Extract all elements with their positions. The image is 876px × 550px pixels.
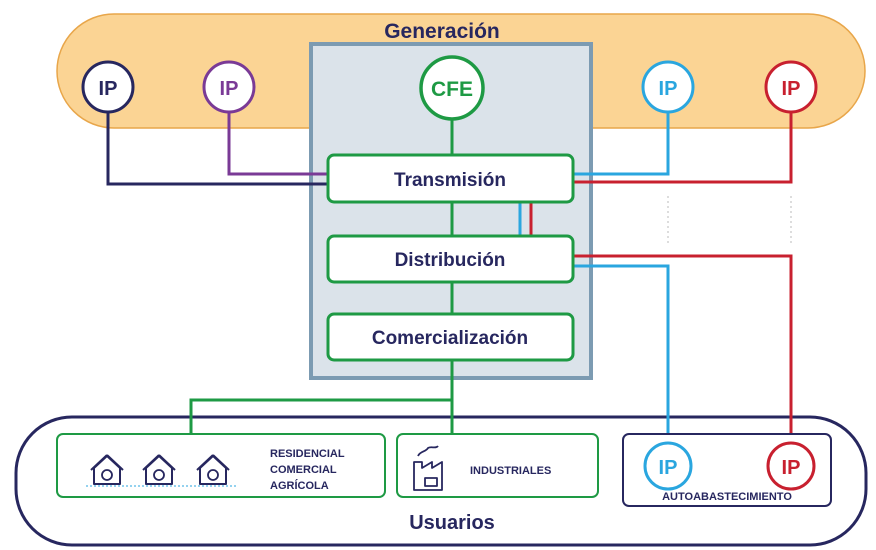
- agricultural-label: AGRÍCOLA: [270, 479, 329, 492]
- industrial-label: INDUSTRIALES: [470, 465, 551, 477]
- ip-navy-label: IP: [99, 78, 118, 100]
- commercialization-box: [326, 312, 575, 362]
- residential-label: RESIDENCIAL: [270, 448, 345, 460]
- generation-title: Generación: [384, 20, 500, 43]
- red-ip-line: [573, 113, 793, 184]
- commercialization-label: Comercialización: [372, 328, 528, 349]
- self-ip-blue-label: IP: [659, 457, 678, 479]
- house-outlet-icon: [142, 454, 176, 485]
- industrial-box: [396, 433, 599, 498]
- purple-ip-line: [227, 113, 328, 176]
- ip-blue-circle: [641, 60, 695, 114]
- self-ip-red-circle: [766, 441, 816, 491]
- cfe-label: CFE: [431, 78, 473, 101]
- ip-blue-label: IP: [659, 78, 678, 100]
- transmission-label: Transmisión: [394, 170, 506, 191]
- com-residential-line: [189, 360, 454, 434]
- self-ip-blue-circle: [643, 441, 693, 491]
- distribution-label: Distribución: [395, 250, 506, 271]
- factory-icon: [413, 445, 443, 491]
- distribution-box: [326, 234, 575, 284]
- dist-red-line: [573, 254, 793, 452]
- ip-navy-circle: [81, 60, 135, 114]
- users-title: Usuarios: [409, 512, 495, 534]
- house-outlet-icon: [90, 454, 124, 485]
- commercial-label: COMERCIAL: [270, 464, 337, 476]
- self-ip-red-label: IP: [782, 457, 801, 479]
- navy-ip-line: [106, 113, 328, 186]
- house-outlet-icon: [196, 454, 230, 485]
- cfe-circle: [419, 55, 485, 121]
- ip-purple-circle: [202, 60, 256, 114]
- ip-red-circle: [764, 60, 818, 114]
- blue-ip-line: [573, 113, 670, 176]
- ip-purple-label: IP: [220, 78, 239, 100]
- dist-blue-line: [573, 264, 670, 452]
- connection-lines: [106, 113, 793, 452]
- self-supply-label: AUTOABASTECIMIENTO: [662, 491, 792, 503]
- ip-red-label: IP: [782, 78, 801, 100]
- house-outlet-icon: [90, 454, 230, 485]
- transmission-box: [326, 153, 575, 204]
